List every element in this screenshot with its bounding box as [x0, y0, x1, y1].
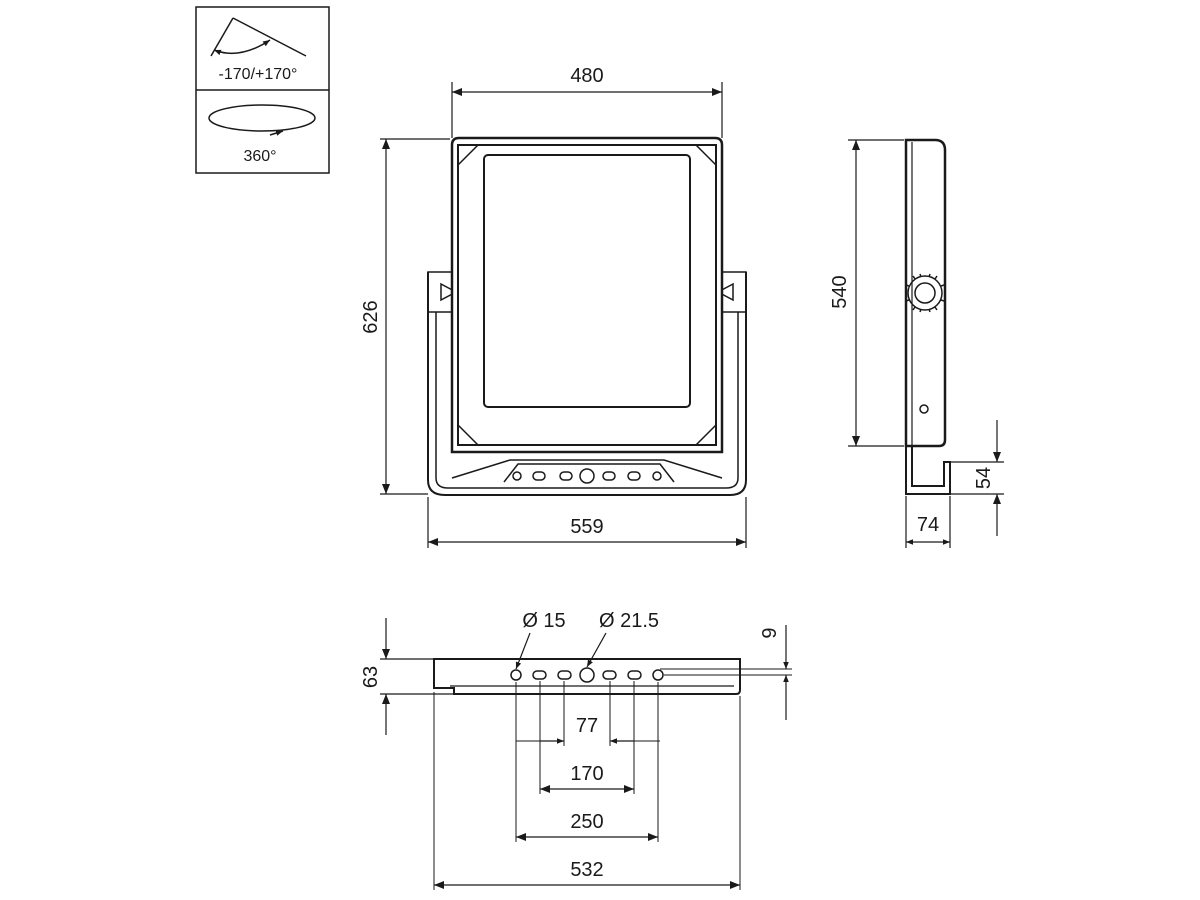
front-mounting-holes [512, 468, 662, 484]
rotation-info-box [195, 6, 330, 174]
spacing-250-label: 250 [570, 811, 603, 833]
rotation-360-icon [208, 104, 316, 136]
side-bracket-height-label: 54 [973, 467, 995, 489]
hole-small-diameter-label: Ø 15 [522, 610, 565, 632]
front-bracket [427, 272, 747, 496]
tilt-knob [905, 273, 945, 313]
front-width-bottom-label: 559 [570, 516, 603, 538]
bottom-view [433, 658, 792, 695]
side-screw [919, 404, 929, 414]
rotation-angle-label: 360° [243, 148, 276, 165]
side-bracket [905, 446, 951, 495]
front-view [427, 136, 747, 496]
front-dimensions [380, 82, 747, 548]
front-height-label: 626 [360, 300, 382, 333]
side-dimensions [848, 139, 1004, 548]
offset-label: 9 [759, 627, 781, 638]
side-height-label: 540 [829, 275, 851, 308]
tilt-angle-label: -170/+170° [219, 66, 298, 83]
bottom-mounting-holes [510, 667, 664, 683]
spacing-170-label: 170 [570, 763, 603, 785]
side-housing [904, 138, 947, 448]
side-view [904, 138, 951, 495]
front-width-top-label: 480 [570, 65, 603, 87]
thickness-label: 63 [360, 666, 382, 688]
spacing-77-label: 77 [576, 715, 598, 737]
bottom-dimensions [380, 618, 789, 890]
tilt-angle-icon [210, 17, 307, 57]
front-housing [450, 136, 724, 454]
bottom-width-label: 532 [570, 859, 603, 881]
hole-large-diameter-label: Ø 21.5 [599, 610, 659, 632]
front-lens-window [483, 154, 691, 408]
side-depth-label: 74 [917, 514, 939, 536]
bottom-bracket-plate [433, 658, 741, 695]
